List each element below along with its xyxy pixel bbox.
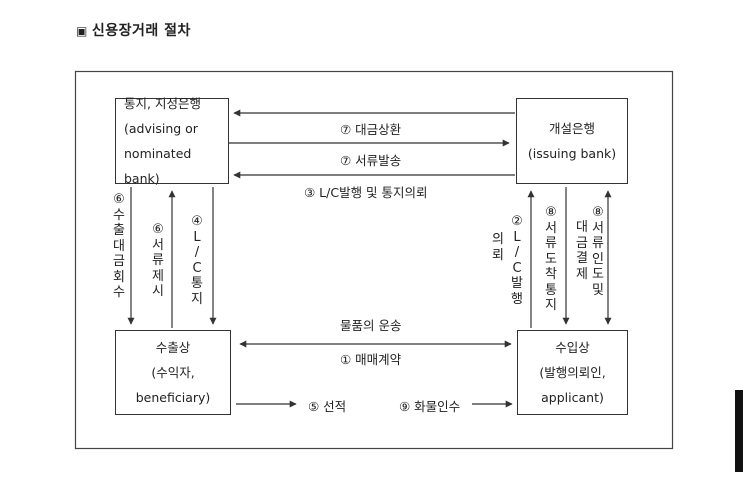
vchar: 발 bbox=[511, 276, 523, 291]
label-document-dispatch: ⑦ 서류발송 bbox=[340, 153, 402, 168]
label-shipment: ⑤ 선적 bbox=[308, 399, 347, 414]
label-document-arrival-notice-num: ⑧ bbox=[545, 205, 557, 220]
issuing-bank-subtitle: (issuing bank) bbox=[527, 146, 617, 161]
label-document-delivery: ⑧ 서 류 인 도 및 bbox=[590, 205, 606, 298]
vchar: 금 bbox=[576, 235, 588, 251]
vchar: 대 bbox=[113, 238, 125, 254]
vchar: 의 bbox=[492, 232, 504, 247]
vchar: 지 bbox=[191, 291, 203, 307]
vchar: 류 bbox=[152, 253, 164, 268]
advising-bank-box: 통지, 지정은행 (advising or nominated bank) bbox=[115, 96, 229, 186]
label-sales-contract: ① 매매계약 bbox=[340, 352, 402, 367]
label-payment-settlement: 대 금 결 제 bbox=[574, 220, 590, 282]
vchar: 금 bbox=[113, 254, 125, 269]
vchar: 서 bbox=[152, 237, 164, 253]
exporter-title: 수출상 bbox=[155, 340, 191, 355]
label-document-arrival-notice: ⑧ 서 류 도 착 통 지 bbox=[543, 205, 559, 314]
vchar: 통 bbox=[545, 282, 557, 298]
label-export-payment-collection-num: ⑥ bbox=[113, 192, 125, 207]
vchar: 시 bbox=[152, 284, 164, 299]
vchar: 대 bbox=[576, 220, 588, 235]
page-edge-bar bbox=[735, 390, 743, 472]
label-goods-transport: 물품의 운송 bbox=[340, 318, 402, 333]
label-document-presentation-num: ⑥ bbox=[152, 222, 164, 237]
vchar: 출 bbox=[113, 223, 125, 238]
diagram-heading: ▣신용장거래 절차 bbox=[76, 20, 191, 40]
vchar: 결 bbox=[576, 251, 588, 266]
label-lc-issue: ② L / C 발 행 bbox=[509, 214, 525, 307]
importer-subtitle-1: (발행의뢰인, bbox=[539, 365, 606, 380]
vchar: L bbox=[193, 229, 201, 245]
importer-box: 수입상 (발행의뢰인, applicant) bbox=[517, 330, 628, 415]
advising-bank-subtitle-2: nominated bank) bbox=[124, 146, 192, 186]
issuing-bank-box: 개설은행 (issuing bank) bbox=[516, 98, 628, 184]
label-lc-notice: ④ L / C 통 지 bbox=[189, 214, 205, 307]
importer-subtitle-2: applicant) bbox=[541, 390, 604, 405]
vchar: 인 bbox=[592, 251, 604, 267]
importer-title: 수입상 bbox=[555, 340, 590, 355]
label-lc-notice-num: ④ bbox=[191, 214, 203, 229]
vchar: 행 bbox=[511, 291, 523, 307]
vchar: 뢰 bbox=[492, 247, 504, 263]
vchar: 통 bbox=[191, 276, 203, 291]
vchar: 및 bbox=[592, 282, 604, 298]
heading-title: 신용장거래 절차 bbox=[91, 23, 191, 39]
vchar: 회 bbox=[113, 269, 125, 285]
advising-bank-subtitle-1: (advising or bbox=[124, 121, 198, 136]
vchar: 류 bbox=[545, 236, 557, 251]
vchar: 도 bbox=[545, 251, 557, 267]
label-payment-reimbursement: ⑦ 대금상환 bbox=[340, 122, 402, 137]
label-document-presentation: ⑥ 서 류 제 시 bbox=[150, 222, 166, 300]
diagram-frame bbox=[74, 70, 674, 450]
exporter-subtitle-2: beneficiary) bbox=[135, 390, 211, 405]
issuing-bank-title: 개설은행 bbox=[548, 121, 595, 136]
vchar: 제 bbox=[152, 268, 164, 284]
vchar: / bbox=[514, 245, 520, 260]
exporter-box: 수출상 (수익자, beneficiary) bbox=[115, 330, 231, 415]
label-lc-issue-num: ② bbox=[511, 214, 523, 229]
vchar: 류 bbox=[592, 236, 604, 251]
advising-bank-title: 통지, 지정은행 bbox=[124, 96, 201, 111]
label-document-delivery-num: ⑧ bbox=[592, 205, 604, 220]
vchar: C bbox=[192, 260, 202, 276]
vchar: 도 bbox=[592, 267, 604, 282]
label-request: 의 뢰 bbox=[490, 232, 506, 263]
exporter-subtitle-1: (수익자, bbox=[151, 365, 195, 380]
vchar: 착 bbox=[545, 267, 557, 282]
heading-marker: ▣ bbox=[76, 24, 88, 38]
vchar: 제 bbox=[576, 266, 588, 282]
vchar: 서 bbox=[545, 220, 557, 236]
vchar: 지 bbox=[545, 298, 557, 313]
label-lc-issue-notice-request: ③ L/C발행 및 통지의뢰 bbox=[304, 185, 428, 200]
vchar: 서 bbox=[592, 220, 604, 236]
vchar: C bbox=[512, 260, 522, 276]
label-export-payment-collection: ⑥ 수 출 대 금 회 수 bbox=[111, 192, 127, 301]
label-cargo-receipt: ⑨ 화물인수 bbox=[399, 399, 461, 414]
vchar: L bbox=[513, 229, 521, 245]
vchar: 수 bbox=[113, 207, 125, 223]
vchar: / bbox=[194, 245, 200, 260]
vchar: 수 bbox=[113, 285, 125, 300]
